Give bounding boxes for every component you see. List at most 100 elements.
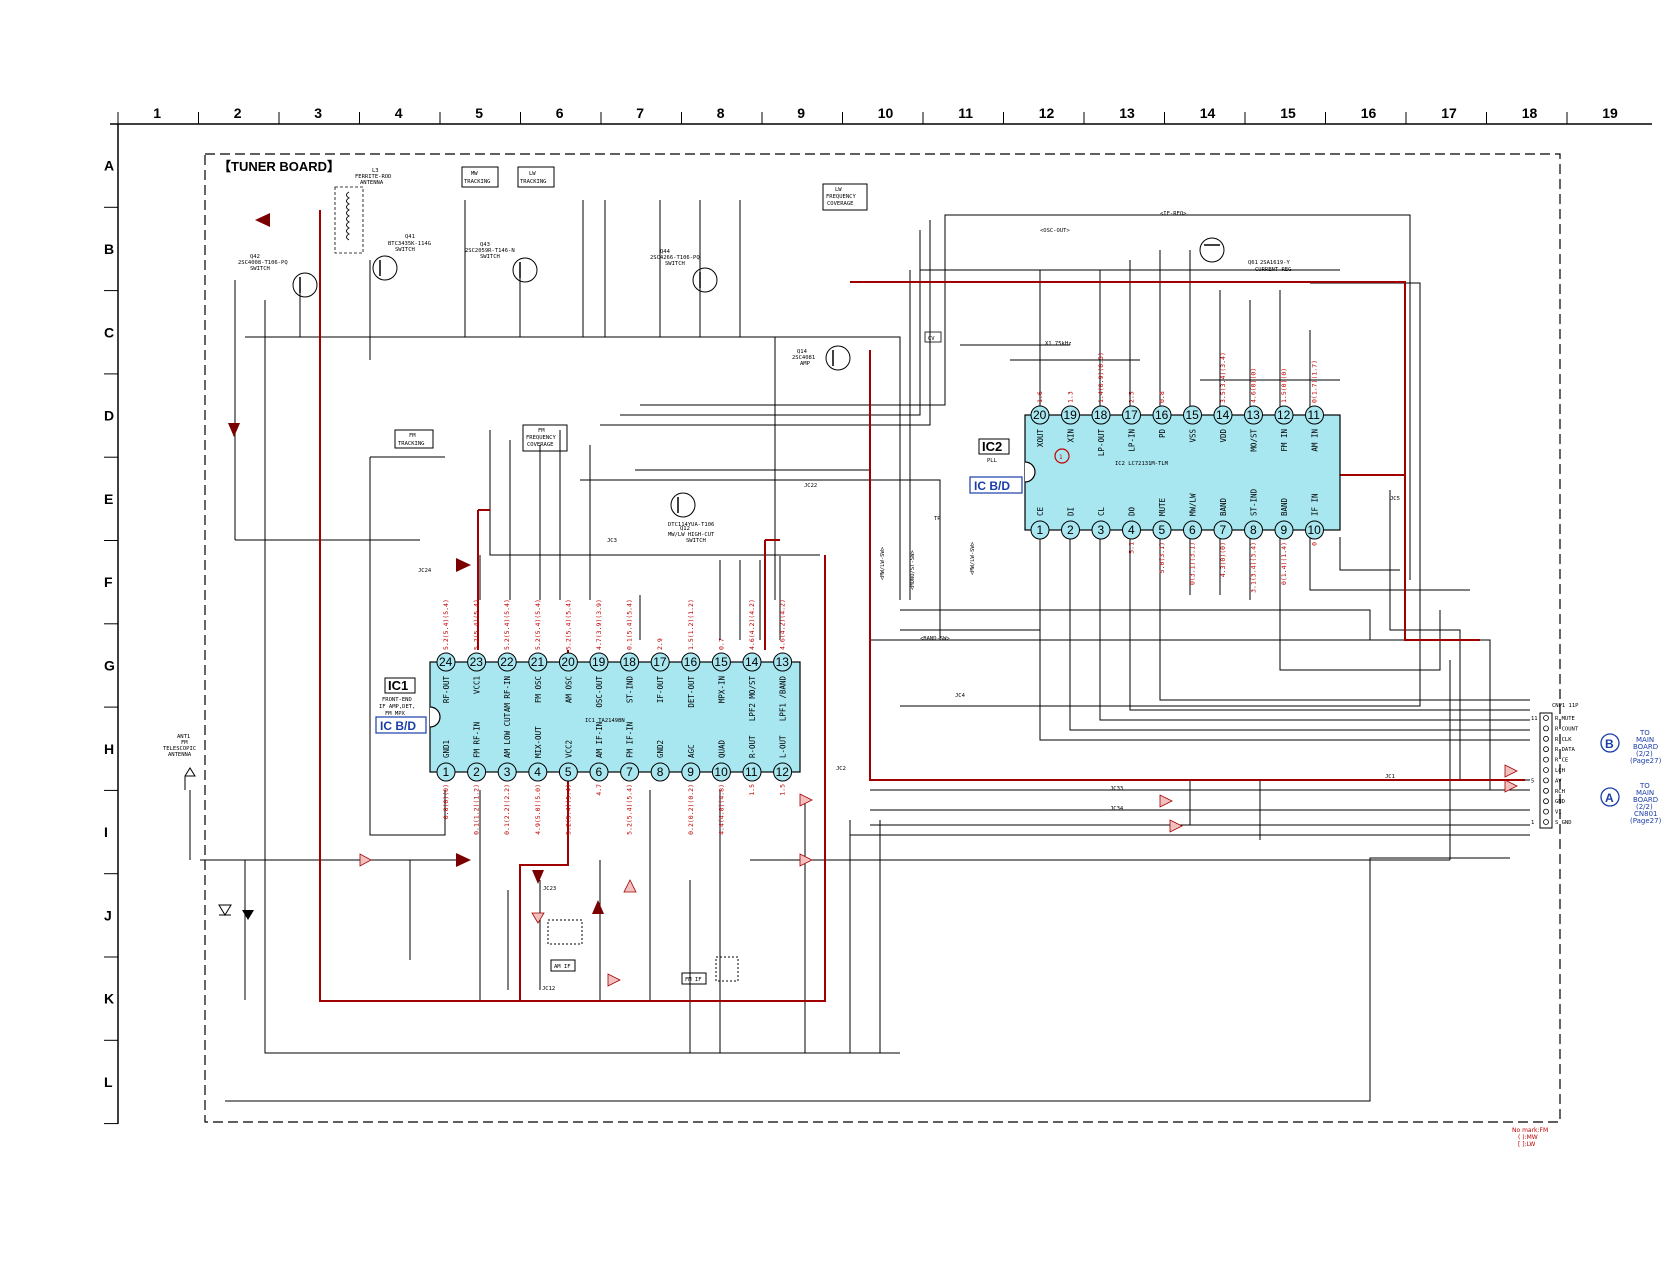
ic-pin-voltage: 0.7 [717,638,725,650]
jc1-label: JC1 [1385,774,1395,780]
svg-text:COVERAGE: COVERAGE [527,442,554,448]
ic-pin-name: AM OSC [564,676,573,703]
ic-pin-name: MW/LW [1189,493,1198,516]
arrow-right-icon [799,793,813,807]
svg-text:BTC3435K-114G: BTC3435K-114G [388,241,431,247]
svg-text:(2/2): (2/2) [1636,803,1653,811]
ic-pin-name: MO/ST [1250,429,1259,452]
ic-pin-number: 2 [473,765,480,779]
ic-pin-name: CL [1097,506,1106,516]
jc22-label: JC22 [804,483,817,489]
svg-text:2SA1619-Y: 2SA1619-Y [1260,260,1290,266]
jc5-label: JC5 [1390,496,1400,502]
grid-column-label: 16 [1361,105,1377,121]
l3-desc2: ANTENNA [360,180,384,186]
ic-pin-number: 14 [745,655,759,669]
grid-column-label: 3 [314,105,322,121]
ic-pin-name: DO [1128,506,1137,516]
ic-pin-voltage: 4.6(4.2)(4.2) [748,599,756,650]
ic-pin-name: AM LOW CUT [503,712,512,758]
arrow-right-icon [607,973,621,987]
svg-text:BOARD: BOARD [1633,743,1658,751]
grid-column-label: 10 [878,105,894,121]
ic-pin-voltage: 5.2(5.4)(5.4) [473,599,481,650]
ic-pin-name: DI [1067,507,1076,516]
ic-pin-name: VSS [1189,429,1198,443]
ic-pin: 1CE [1030,506,1050,540]
ic-pin-name: RF-OUT [442,676,451,704]
ferrite-antenna-l3: L3 FERRITE-ROD ANTENNA [334,168,391,254]
transistor-q42: Q42 2SC4008-T106-PQ SWITCH [238,254,318,298]
svg-text:FM: FM [538,428,545,434]
ic-pin-name: LP-OUT [1097,429,1106,457]
jc2-label: JC2 [836,766,846,772]
ic-pin-number: 7 [626,765,633,779]
ic-pin-voltage: 0.2(0.2)(0.2) [687,784,695,835]
ic-pin-voltage: 0.1(5.4)(5.4) [626,599,634,650]
jc3-label: JC3 [607,538,617,544]
ic1-ta2149bn: IC1 FRONT-END IF AMP,DET, FM MPX IC B/D … [375,599,801,835]
jc4-label: JC4 [955,693,966,699]
reference-b: B TO MAIN BOARD (2/2) (Page27) [1600,729,1662,765]
ic-pin-number: 21 [531,655,545,669]
ic-pin-name: AM IF-IN [595,722,604,758]
grid-column-label: 15 [1280,105,1296,121]
ic-pin-name: FM IF-IN [626,722,635,758]
jc12-label: JC12 [542,986,555,992]
svg-text:No mark:FM: No mark:FM [1512,1127,1548,1134]
ic-pin-number: 20 [561,655,575,669]
svg-text:<MW/LW-SW>: <MW/LW-SW> [970,541,976,575]
grid-column-label: 17 [1441,105,1457,121]
svg-text:LW: LW [529,171,536,177]
transistor-q12: Q12 DTC114YUA-T106 MW/LW HIGH-CUT SWITCH [668,492,715,544]
svg-text:TO: TO [1639,729,1650,737]
cnp1-label: CNP1 11P [1552,703,1579,709]
ic-pin-voltage: 5.2(5.4)(5.4) [442,599,450,650]
ic-pin-name: AM RF-IN [503,676,512,712]
ic-pin-number: 16 [1155,408,1169,422]
connector-pin-number: 11 [1531,716,1538,722]
grid-row-label: H [104,741,114,757]
svg-text:(2/2): (2/2) [1636,750,1653,758]
svg-text:COVERAGE: COVERAGE [827,201,854,207]
ic-pin-voltage: 4.7(3.9)(3.9) [595,599,603,650]
callout-boxes: MW TRACKING LW TRACKING LW FREQUENCY COV… [394,166,868,452]
svg-text:TELESCOPIC: TELESCOPIC [163,746,196,752]
grid-column-label: 19 [1602,105,1618,121]
ic2-name: IC2 [982,439,1002,454]
connector-pin-name: V1 [1555,810,1562,816]
svg-text:TRACKING: TRACKING [398,441,425,447]
ic-pin-number: 17 [653,655,667,669]
connector-pin-name: RCH [1555,789,1565,795]
arrow-down-icon [228,423,240,437]
grid-column-label: 12 [1039,105,1055,121]
ic-pin-number: 1 [1037,523,1044,537]
ic2-lc72131m: IC2 PLL IC B/D IC2 LC72131M-TLM 1 20XOUT… [969,352,1341,593]
connector-pin-name: R CLK [1555,737,1572,743]
svg-text:Q14: Q14 [797,349,808,355]
ic-pin-voltage: 5.2(5.4)(5.4) [626,784,634,835]
transistor-q44: Q44 2SC4266-T106-PQ SWITCH [650,249,718,293]
connector-pin-name: R COUNT [1555,726,1579,732]
svg-text:( ):MW: ( ):MW [1518,1134,1538,1141]
ic-pin-voltage: 5.2(5.4)(5.4) [564,599,572,650]
ic-pin-number: 6 [1189,523,1196,537]
crystal-label: X1 75kHz [1045,341,1072,347]
ic-pin-number: 10 [1308,523,1322,537]
ic-pin-number: 12 [1277,408,1291,422]
svg-text:FM IF: FM IF [685,977,702,983]
grid-row-label: B [104,241,114,257]
ic-pin-voltage: 0 [1311,542,1319,546]
ic-pin-name: BAND [1219,497,1228,516]
ic-pin-number: 2 [1067,523,1074,537]
